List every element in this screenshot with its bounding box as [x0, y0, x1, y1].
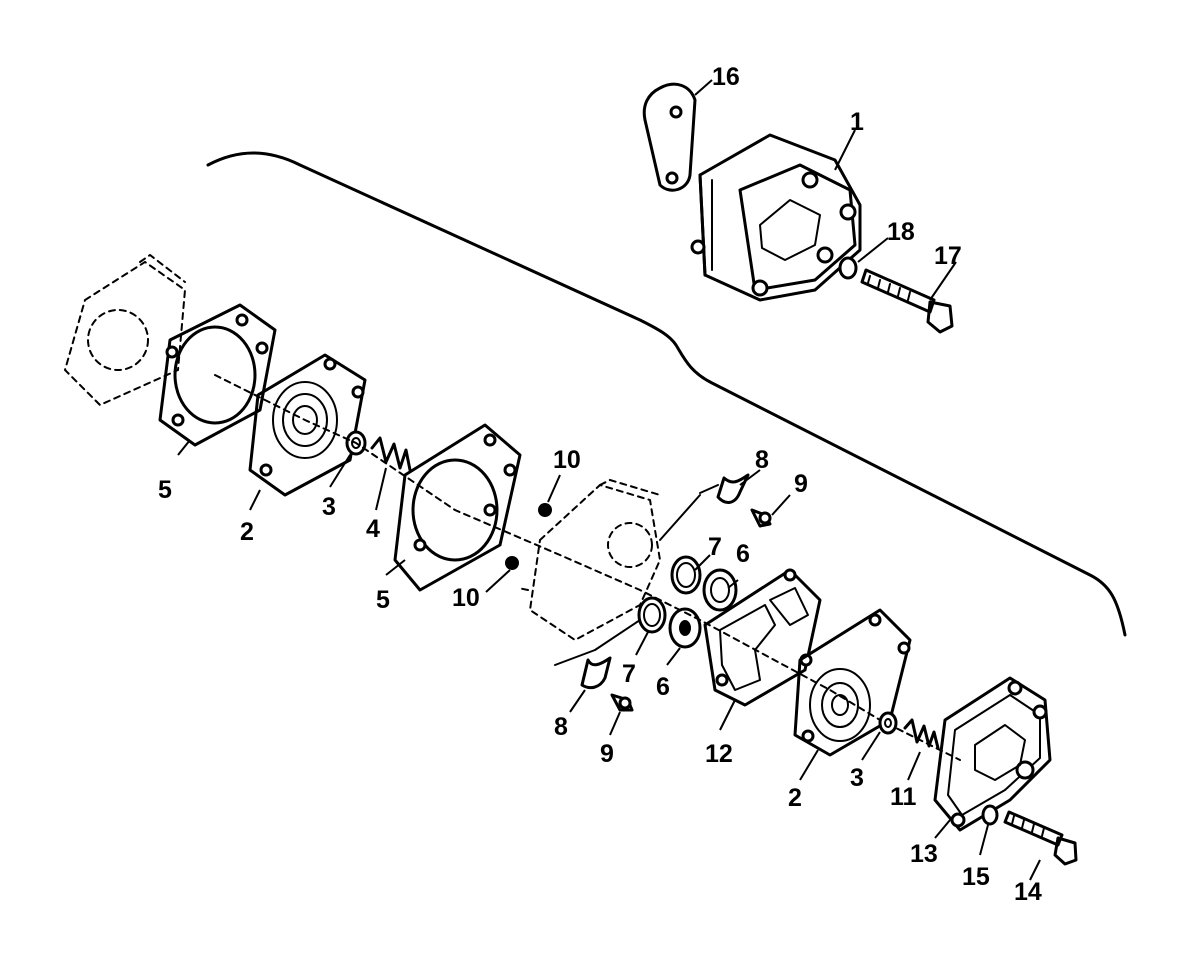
reference-pump-cover-dashed [63, 253, 187, 407]
label-11: 11 [890, 783, 917, 811]
label-8-upper: 8 [755, 446, 769, 474]
alignment-line [214, 374, 961, 761]
label-2-left: 2 [240, 518, 254, 546]
label-15: 15 [962, 863, 990, 891]
part-15-washer [981, 804, 999, 826]
label-7-upper: 7 [708, 533, 722, 561]
label-3-right: 3 [850, 764, 864, 792]
part-labels: 16 1 18 17 5 2 3 4 5 10 10 8 9 7 6 7 6 8… [158, 63, 1042, 906]
label-1: 1 [850, 108, 864, 136]
label-4: 4 [366, 515, 380, 543]
label-9-upper: 9 [794, 470, 808, 498]
label-2-right: 2 [788, 784, 802, 812]
part-10-plug-upper [538, 503, 552, 517]
leader-lines [177, 79, 1041, 881]
part-10-plug-lower [505, 556, 519, 570]
part-2-diaphragm-left [248, 353, 367, 497]
part-11-spring [903, 718, 940, 750]
label-3-left: 3 [322, 493, 336, 521]
part-13-pump-cover [933, 676, 1052, 832]
label-16: 16 [712, 63, 740, 91]
part-12-gasket [703, 568, 822, 707]
label-5-left: 5 [158, 476, 172, 504]
label-12: 12 [705, 740, 733, 768]
label-8-lower: 8 [554, 713, 568, 741]
pump-center-body-dashed [517, 478, 662, 642]
part-8-clip-lower [554, 619, 641, 690]
part-5-gasket-middle [393, 423, 522, 592]
label-13: 13 [910, 840, 938, 868]
label-10-lower: 10 [452, 584, 480, 612]
part-3-retainer-right [878, 711, 898, 735]
part-7-valve-ring-lower [637, 596, 667, 634]
label-18: 18 [887, 218, 915, 246]
part-7-valve-ring-upper [670, 555, 702, 595]
part-14-bolt [1003, 810, 1078, 866]
label-6-lower: 6 [656, 673, 670, 701]
part-5-gasket-left [158, 303, 277, 447]
part-4-spring [370, 436, 412, 472]
label-6-upper: 6 [736, 540, 750, 568]
label-14: 14 [1014, 878, 1042, 906]
part-18-washer [838, 256, 858, 280]
part-1-fuel-pump-assembly [690, 133, 862, 302]
grouping-brace [206, 151, 1127, 637]
label-9-lower: 9 [600, 740, 614, 768]
label-7-lower: 7 [622, 660, 636, 688]
part-9-screw-lower [610, 693, 634, 712]
part-9-screw-upper [750, 508, 772, 528]
part-17-bolt [860, 268, 954, 334]
part-6-check-valve-lower [668, 607, 702, 649]
label-17: 17 [934, 242, 962, 270]
part-8-clip-upper [659, 473, 750, 541]
part-16-mounting-gasket [642, 82, 697, 192]
part-6-check-valve-upper [702, 568, 738, 612]
label-10-upper: 10 [553, 446, 581, 474]
label-5-middle: 5 [376, 586, 390, 614]
